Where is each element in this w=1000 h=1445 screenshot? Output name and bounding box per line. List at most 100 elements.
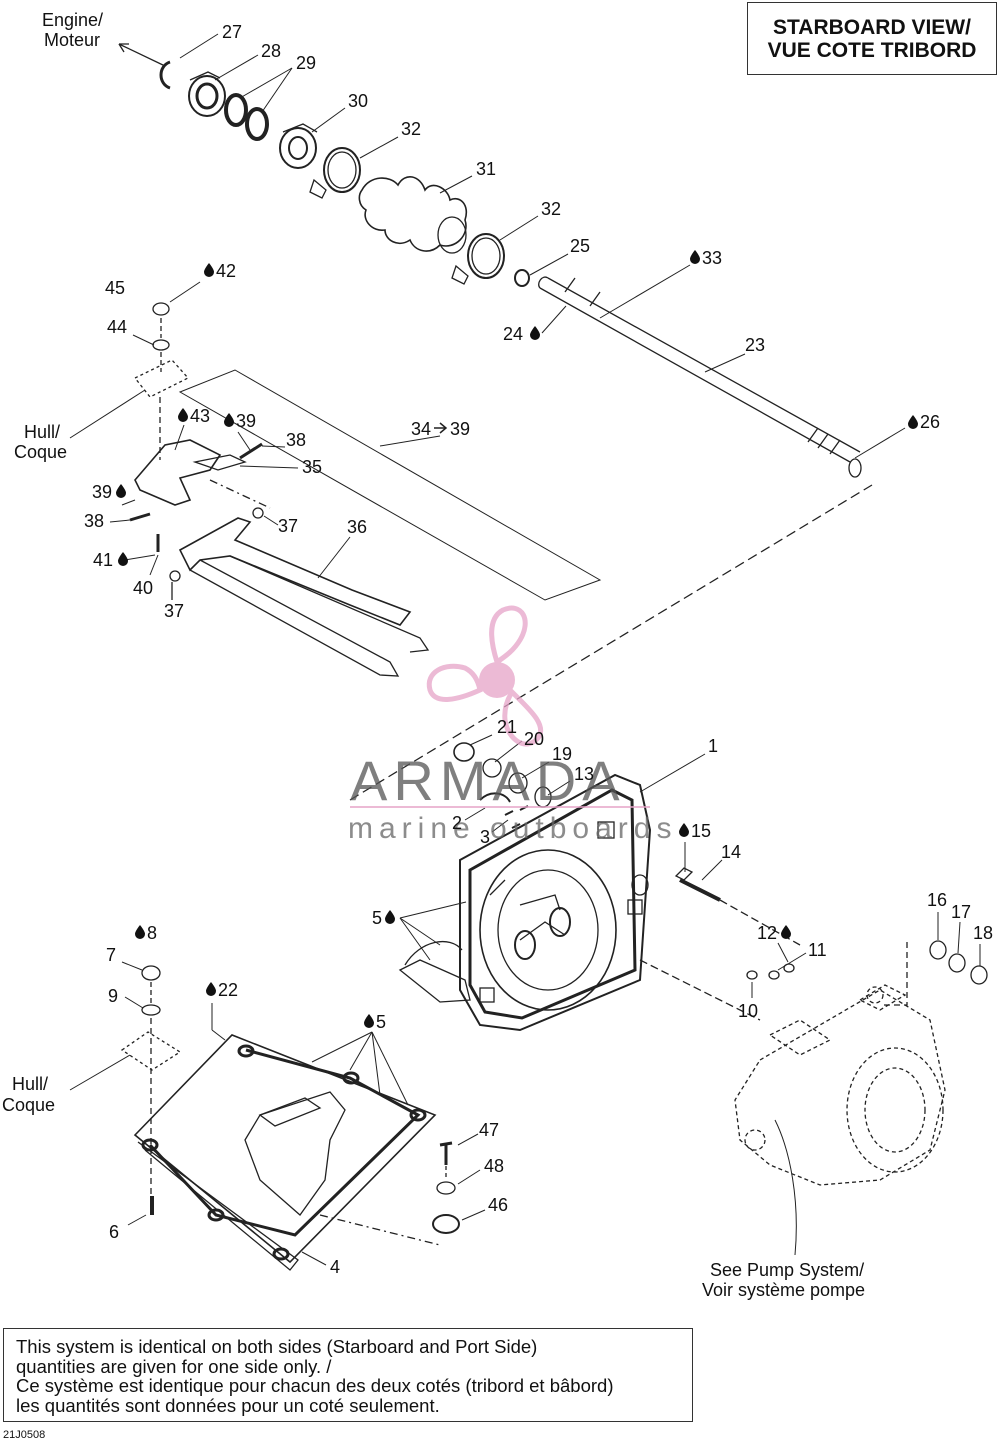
note-line4: les quantités sont données pour un coté …	[16, 1394, 440, 1416]
watermark-brand: ARMADA	[350, 749, 626, 812]
callout-11: 11	[808, 940, 827, 960]
note-line2: quantities are given for one side only. …	[16, 1355, 332, 1377]
engine-label: Engine/	[42, 10, 103, 30]
clamp-rear	[451, 233, 505, 285]
callout-34: 34	[411, 419, 431, 439]
screw-38-top	[239, 442, 263, 460]
stud-14	[679, 878, 721, 902]
callout-29: 29	[296, 53, 316, 73]
callout-7: 7	[106, 945, 116, 965]
callout-37b: 37	[164, 601, 184, 621]
callout-37a: 37	[278, 516, 298, 536]
pump-label-fr: Voir système pompe	[702, 1280, 865, 1300]
nut-18	[970, 965, 988, 985]
washer-17	[948, 953, 966, 973]
spacer	[514, 269, 530, 287]
callout-2: 2	[452, 813, 462, 833]
callout-26: 26	[920, 412, 940, 432]
pump-label: See Pump System/	[710, 1260, 864, 1280]
leader-lines	[69, 33, 981, 1266]
grease-icon-39b	[116, 484, 126, 498]
engine-arrow-line	[118, 43, 166, 67]
boot	[358, 176, 468, 254]
washer-9	[141, 1004, 161, 1016]
pump-system-outline	[734, 984, 946, 1186]
grease-icon-39	[224, 413, 234, 427]
callout-21: 21	[497, 717, 517, 737]
view-title-line1: STARBOARD VIEW/	[773, 15, 971, 39]
callout-16: 16	[927, 890, 947, 910]
washer-11	[768, 970, 780, 980]
callout-5a: 5	[372, 908, 382, 928]
bracket-43	[134, 439, 222, 506]
view-title-box: STARBOARD VIEW/ VUE COTE TRIBORD	[747, 2, 997, 75]
ride-plate-4	[133, 1034, 437, 1271]
callout-39-range-end: 39	[450, 419, 470, 439]
callout-12: 12	[757, 923, 777, 943]
o-rings	[224, 93, 269, 141]
grease-icon-41	[118, 552, 128, 566]
callout-43: 43	[190, 406, 210, 426]
callout-39a: 39	[236, 411, 256, 431]
callout-14: 14	[721, 842, 741, 862]
callout-48: 48	[484, 1156, 504, 1176]
grommets	[141, 1044, 427, 1261]
nut-37-top	[252, 507, 264, 519]
nut-7	[141, 965, 161, 981]
engine-label-fr: Moteur	[44, 30, 100, 50]
plate-35	[192, 454, 247, 471]
callout-13: 13	[574, 764, 594, 784]
clamp-front	[309, 147, 361, 199]
watermark-propeller-hub	[479, 662, 515, 698]
callout-19: 19	[552, 744, 572, 764]
hull-pad-top	[133, 359, 190, 398]
watermark-tagline: marine outboards	[348, 812, 677, 845]
callout-9: 9	[108, 986, 118, 1006]
callout-20: 20	[524, 729, 544, 749]
callout-10: 10	[738, 1001, 758, 1021]
callout-32b: 32	[541, 199, 561, 219]
callout-33: 33	[702, 248, 722, 268]
grease-icon-5b	[364, 1014, 374, 1028]
callout-46: 46	[488, 1195, 508, 1215]
callout-45: 45	[105, 278, 125, 298]
range-arrow	[434, 422, 448, 434]
grease-icon-43	[178, 408, 188, 422]
callout-41: 41	[93, 550, 113, 570]
callout-27: 27	[222, 22, 242, 42]
view-title-line2: VUE COTE TRIBORD	[767, 38, 977, 62]
hull-pad-bottom	[120, 1031, 182, 1071]
callout-42: 42	[216, 261, 236, 281]
callout-32a: 32	[401, 119, 421, 139]
note-box: This system is identical on both sides (…	[3, 1328, 693, 1422]
engine-arrow-head	[118, 43, 129, 53]
note-line3: Ce système est identique pour chacun des…	[16, 1375, 614, 1396]
callout-18: 18	[973, 923, 993, 943]
callout-31: 31	[476, 159, 496, 179]
callout-23: 23	[745, 335, 765, 355]
nut-37-left	[169, 570, 181, 582]
grease-icon-22	[206, 982, 216, 996]
callout-3: 3	[480, 827, 490, 847]
drawing-code: 21J0508	[3, 1429, 46, 1441]
callout-38a: 38	[286, 430, 306, 450]
grease-icon-12	[781, 925, 791, 939]
watermark-logo: ARMADA marine outboards	[348, 605, 677, 845]
ride-plate-36	[178, 517, 430, 677]
callout-5b: 5	[376, 1012, 386, 1032]
callout-6: 6	[109, 1222, 119, 1242]
washer-19	[508, 772, 528, 794]
callout-17: 17	[951, 902, 971, 922]
callout-40: 40	[133, 578, 153, 598]
bearing	[279, 123, 318, 169]
screw-38-left	[129, 512, 151, 522]
washer-20	[482, 758, 502, 778]
callout-1: 1	[708, 736, 718, 756]
jet-pump-housing	[398, 773, 652, 1032]
callout-30: 30	[348, 91, 368, 111]
callout-44: 44	[107, 317, 127, 337]
callout-25: 25	[570, 236, 590, 256]
grease-icon-5a	[385, 910, 395, 924]
